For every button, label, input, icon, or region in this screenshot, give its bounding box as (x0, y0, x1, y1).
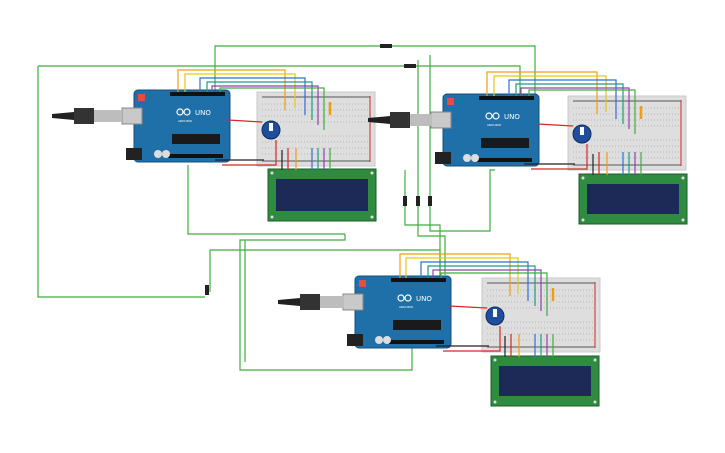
board-2-brand: ARDUINO (487, 123, 502, 127)
connector-b (404, 64, 416, 68)
board-1-brand: ARDUINO (178, 119, 193, 123)
signal-wires-3 (399, 253, 555, 352)
reset-button-1 (138, 94, 145, 101)
board-2-label: UNO (504, 113, 520, 121)
microcontroller-chip-1 (172, 134, 220, 144)
interconnect-wires (37, 45, 536, 371)
usb-cable-icon-1 (52, 108, 122, 124)
arduino-uno-3[interactable]: UNO ARDUINO (342, 275, 452, 349)
board-3-label: UNO (416, 295, 432, 303)
header-bottom-1 (168, 154, 223, 158)
header-top-1 (170, 92, 225, 96)
wire-connectors (205, 44, 432, 295)
usb-port-1 (121, 107, 143, 125)
arduino-logo-1 (176, 108, 191, 116)
connector-d (416, 196, 420, 206)
board-2-assembly: UNO ARDUINO (368, 71, 688, 225)
signal-wires-2 (486, 71, 643, 170)
usb-cable-icon-3 (278, 294, 344, 310)
connector-f (205, 285, 209, 295)
capacitor-1b (162, 150, 170, 158)
power-jack-1 (126, 148, 142, 160)
signal-wires-1 (177, 69, 332, 166)
breadboard-1 (256, 91, 376, 167)
breadboard-1-holes (262, 103, 370, 155)
potentiometer-icon-3[interactable] (485, 306, 505, 326)
arduino-uno-2[interactable]: UNO ARDUINO (430, 93, 540, 167)
capacitor-1a (154, 150, 162, 158)
board-1-label: UNO (195, 109, 211, 117)
potentiometer-icon-1[interactable] (261, 120, 281, 140)
lcd-2 (578, 152, 688, 225)
board-1-assembly: UNO ARDUINO (52, 69, 377, 222)
connector-c (403, 196, 407, 206)
connector-e (428, 196, 432, 206)
arduino-uno-1[interactable]: UNO ARDUINO (121, 89, 231, 163)
lcd-3 (490, 334, 600, 407)
board-3-brand: ARDUINO (399, 305, 414, 309)
usb-cable-icon-2 (368, 112, 432, 128)
lcd-1 (267, 148, 377, 222)
connector-a (380, 44, 392, 48)
board-3-assembly: UNO ARDUINO (278, 253, 601, 407)
potentiometer-icon-2[interactable] (572, 124, 592, 144)
